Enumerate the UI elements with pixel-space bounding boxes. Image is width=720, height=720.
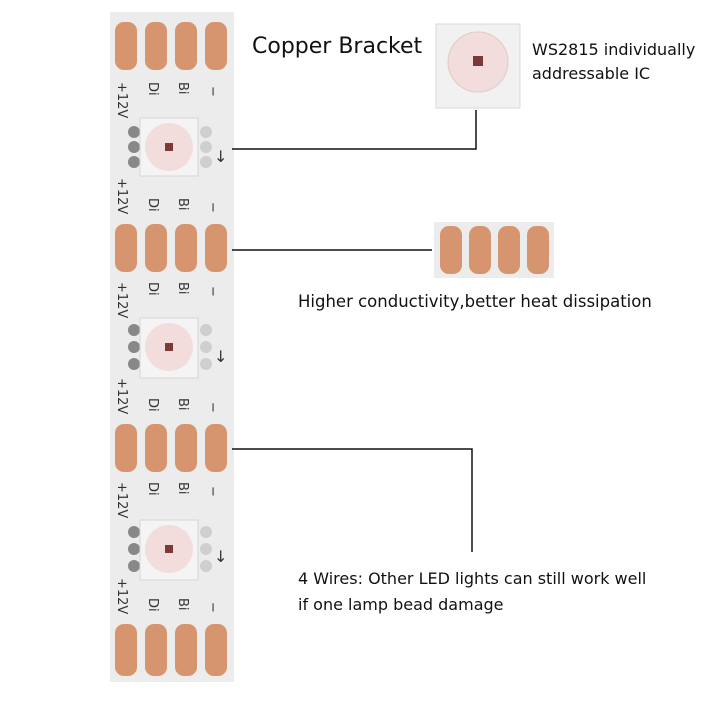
- copper-bracket-label: Copper Bracket: [252, 34, 423, 59]
- copper-pads-top: [115, 22, 227, 70]
- copper-pads-lower-mid: [115, 424, 227, 472]
- wires-description-line-1: 4 Wires: Other LED lights can still work…: [298, 569, 647, 588]
- pin-label-12v: +12V: [114, 178, 129, 214]
- copper-pads-closeup-inset: [434, 222, 554, 278]
- pin-label-di: Di: [145, 282, 160, 296]
- pin-label-di: Di: [145, 198, 160, 212]
- leader-line-wires: [232, 448, 473, 552]
- copper-pads-upper-mid: [115, 224, 227, 272]
- pin-label-bi: Bi: [175, 82, 190, 95]
- pin-label-bi: Bi: [175, 482, 190, 495]
- led-chip-3: [128, 519, 212, 581]
- wires-description-line-2: if one lamp bead damage: [298, 595, 504, 614]
- pin-label-bi: Bi: [175, 598, 190, 611]
- pin-label-minus: −: [205, 402, 220, 413]
- pin-label-di: Di: [145, 482, 160, 496]
- direction-arrow: ↓: [214, 347, 227, 366]
- pin-label-minus: −: [205, 286, 220, 297]
- direction-arrow: ↓: [214, 147, 227, 166]
- pin-label-di: Di: [145, 598, 160, 612]
- pin-label-bi: Bi: [175, 398, 190, 411]
- pin-label-12v: +12V: [114, 282, 129, 318]
- led-chip-1: [128, 117, 212, 177]
- pin-label-minus: −: [205, 602, 220, 613]
- copper-pads-bottom: [115, 624, 227, 676]
- ic-description-line-2: addressable IC: [532, 64, 651, 83]
- leader-line-ic: [232, 110, 477, 150]
- pin-label-bi: Bi: [175, 198, 190, 211]
- pin-label-minus: −: [205, 486, 220, 497]
- pin-label-minus: −: [205, 86, 220, 97]
- wires-description-label: 4 Wires: Other LED lights can still work…: [298, 566, 708, 618]
- pin-label-di: Di: [145, 82, 160, 96]
- led-chip-2: [128, 317, 212, 379]
- pin-label-12v: +12V: [114, 378, 129, 414]
- pin-label-12v: +12V: [114, 82, 129, 118]
- pin-label-12v: +12V: [114, 482, 129, 518]
- pin-label-di: Di: [145, 398, 160, 412]
- conductivity-label: Higher conductivity,better heat dissipat…: [298, 292, 652, 311]
- ic-closeup-inset: [435, 23, 521, 109]
- ic-description-line-1: WS2815 individually: [532, 40, 696, 59]
- pin-label-bi: Bi: [175, 282, 190, 295]
- pin-label-minus: −: [205, 202, 220, 213]
- pin-label-12v: +12V: [114, 578, 129, 614]
- direction-arrow: ↓: [214, 547, 227, 566]
- ic-description-label: WS2815 individually addressable IC: [532, 38, 717, 86]
